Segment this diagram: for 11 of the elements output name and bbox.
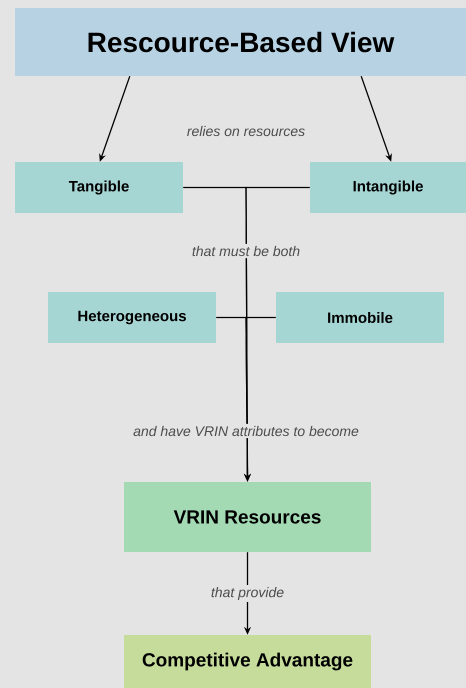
concept-box: Immobile bbox=[276, 292, 444, 343]
flow-note: relies on resources bbox=[184, 124, 308, 138]
edge-label: that provide bbox=[208, 584, 286, 602]
concept-box: Intangible bbox=[310, 162, 466, 213]
title-box: Rescource-Based View bbox=[15, 8, 466, 76]
concept-box: Competitive Advantage bbox=[124, 635, 371, 688]
concept-box: VRIN Resources bbox=[124, 482, 371, 552]
concept-box: Tangible bbox=[15, 162, 183, 213]
concept-box: Heterogeneous bbox=[48, 292, 216, 343]
flow-note: that must be both bbox=[190, 244, 302, 258]
flow-note: and have VRIN attributes to become bbox=[131, 424, 361, 438]
